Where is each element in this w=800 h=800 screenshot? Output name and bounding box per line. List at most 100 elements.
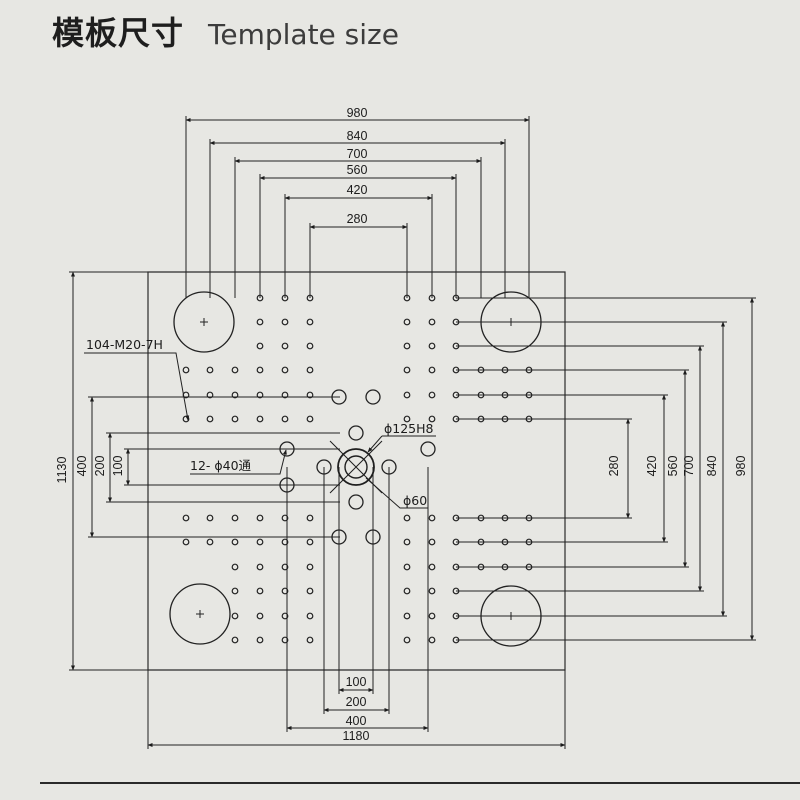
tapped-hole bbox=[403, 563, 411, 571]
tie-bar-centers bbox=[196, 318, 515, 620]
tapped-hole bbox=[281, 415, 289, 423]
tapped-hole bbox=[256, 415, 264, 423]
left-dim-200: 200 bbox=[93, 456, 107, 477]
top-dim-980: 980 bbox=[347, 106, 368, 120]
tapped-hole bbox=[281, 318, 289, 326]
tie-bar-circle-top-left bbox=[173, 291, 235, 353]
callout-leader-tapped bbox=[84, 352, 190, 421]
left-dim-1130: 1130 bbox=[55, 457, 69, 484]
top-dim-700: 700 bbox=[347, 147, 368, 161]
tapped-hole bbox=[182, 366, 190, 374]
tapped-hole bbox=[306, 563, 314, 571]
tapped-hole bbox=[256, 366, 264, 374]
through-hole-pattern bbox=[279, 389, 436, 545]
through-hole bbox=[365, 389, 381, 405]
bottom-dim-1180: 1180 bbox=[343, 729, 370, 743]
tapped-hole bbox=[281, 538, 289, 546]
tapped-hole bbox=[428, 636, 436, 644]
tapped-hole bbox=[206, 366, 214, 374]
tapped-hole bbox=[306, 538, 314, 546]
tapped-hole bbox=[231, 366, 239, 374]
tapped-hole bbox=[306, 587, 314, 595]
header: 模板尺寸 Template size bbox=[52, 8, 399, 58]
callout-through-holes: 12- ϕ40通 bbox=[190, 458, 252, 473]
bottom-dimension-labels: 100 200 400 1180 bbox=[343, 675, 370, 743]
top-dimension-labels: 980 840 700 560 420 280 bbox=[347, 106, 368, 226]
center-bore bbox=[329, 440, 383, 494]
right-dim-280: 280 bbox=[607, 456, 621, 477]
tapped-hole bbox=[428, 318, 436, 326]
title-english: Template size bbox=[208, 18, 399, 51]
tapped-hole bbox=[231, 587, 239, 595]
left-dim-100: 100 bbox=[111, 456, 125, 477]
right-dimension-labels: 280 420 560 700 840 980 bbox=[607, 456, 748, 477]
tapped-hole bbox=[281, 366, 289, 374]
tapped-hole bbox=[256, 563, 264, 571]
tapped-hole bbox=[428, 342, 436, 350]
tapped-hole bbox=[231, 612, 239, 620]
tapped-hole bbox=[231, 563, 239, 571]
tapped-hole bbox=[206, 538, 214, 546]
right-dim-420: 420 bbox=[645, 456, 659, 477]
bottom-dim-400: 400 bbox=[346, 714, 367, 728]
tapped-hole bbox=[231, 538, 239, 546]
tapped-hole bbox=[206, 514, 214, 522]
tapped-hole bbox=[403, 391, 411, 399]
callouts: 104-M20-7H 12- ϕ40通 ϕ125H8 ϕ60 bbox=[84, 337, 436, 509]
tapped-hole bbox=[403, 318, 411, 326]
title-chinese: 模板尺寸 bbox=[52, 14, 185, 52]
tapped-hole bbox=[281, 636, 289, 644]
tapped-hole bbox=[428, 415, 436, 423]
tapped-hole bbox=[306, 391, 314, 399]
through-hole bbox=[420, 441, 436, 457]
callout-leader-through bbox=[190, 449, 287, 475]
tapped-hole bbox=[281, 612, 289, 620]
callout-center-hole: ϕ60 bbox=[403, 493, 427, 508]
tapped-hole bbox=[428, 587, 436, 595]
tapped-hole bbox=[306, 636, 314, 644]
tapped-hole bbox=[428, 514, 436, 522]
through-hole bbox=[348, 494, 364, 510]
tapped-hole bbox=[403, 342, 411, 350]
tapped-hole bbox=[403, 415, 411, 423]
tapped-hole bbox=[256, 538, 264, 546]
tapped-hole bbox=[403, 587, 411, 595]
tie-bar-circle-bottom-left bbox=[169, 583, 231, 645]
dimension-lines bbox=[69, 116, 756, 749]
tapped-hole bbox=[306, 318, 314, 326]
right-dim-560: 560 bbox=[666, 456, 680, 477]
bottom-dim-100: 100 bbox=[346, 675, 367, 689]
tapped-hole bbox=[206, 391, 214, 399]
top-dim-560: 560 bbox=[347, 163, 368, 177]
tapped-hole bbox=[256, 612, 264, 620]
tapped-hole bbox=[403, 636, 411, 644]
tapped-hole bbox=[306, 415, 314, 423]
left-dimension-labels: 1130 400 200 100 bbox=[55, 456, 125, 484]
tapped-hole bbox=[403, 612, 411, 620]
tapped-hole bbox=[231, 391, 239, 399]
callout-center-bore: ϕ125H8 bbox=[384, 421, 434, 436]
tapped-hole bbox=[428, 391, 436, 399]
right-dim-980: 980 bbox=[734, 456, 748, 477]
tapped-hole bbox=[256, 514, 264, 522]
top-dim-840: 840 bbox=[347, 129, 368, 143]
tapped-hole bbox=[428, 366, 436, 374]
tapped-hole bbox=[281, 514, 289, 522]
tapped-hole bbox=[306, 366, 314, 374]
tapped-hole bbox=[182, 538, 190, 546]
tapped-hole bbox=[306, 342, 314, 350]
through-hole bbox=[348, 425, 364, 441]
tapped-hole bbox=[306, 612, 314, 620]
tapped-hole bbox=[281, 587, 289, 595]
tapped-hole bbox=[428, 612, 436, 620]
tapped-hole bbox=[281, 391, 289, 399]
tapped-hole bbox=[403, 514, 411, 522]
tapped-hole bbox=[231, 415, 239, 423]
tapped-hole bbox=[403, 366, 411, 374]
center-bore-inner bbox=[344, 455, 368, 479]
tapped-hole bbox=[428, 538, 436, 546]
top-dim-420: 420 bbox=[347, 183, 368, 197]
tapped-hole bbox=[256, 342, 264, 350]
center-bore-outer bbox=[337, 448, 375, 486]
